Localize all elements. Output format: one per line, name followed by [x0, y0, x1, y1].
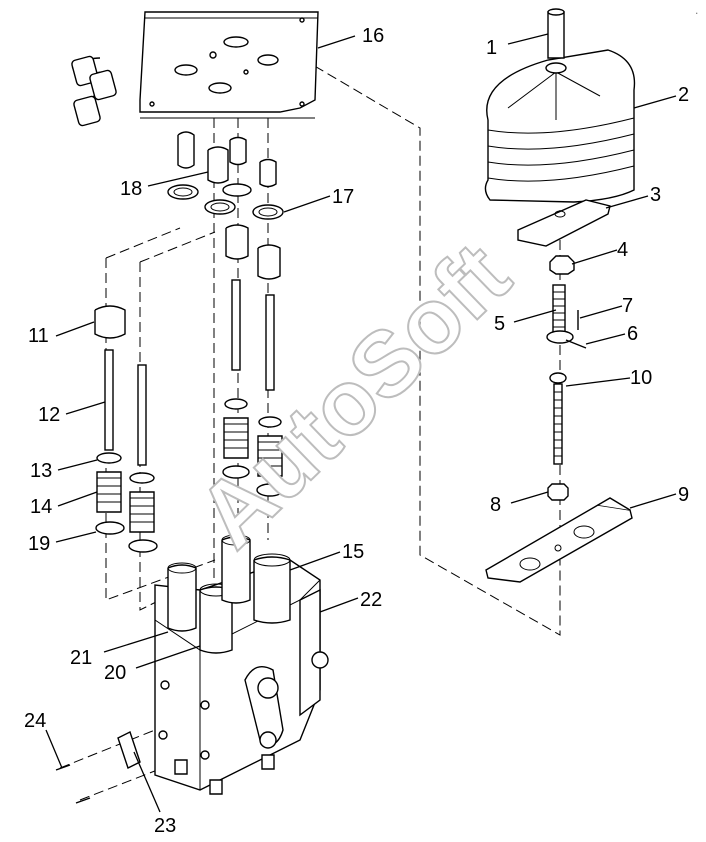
- callout-1: 1: [486, 37, 497, 59]
- nut-4: [549, 255, 575, 275]
- bracket-3: [517, 199, 611, 247]
- right-springs: [222, 398, 284, 497]
- plate-stems: [177, 131, 277, 188]
- corner-mark: .: [694, 7, 699, 17]
- threaded-stub-5: [546, 284, 587, 349]
- callout-7: 7: [622, 295, 633, 317]
- seal-rings: [167, 183, 284, 220]
- top-plate-16: [71, 11, 319, 127]
- cover-plate-23: [55, 731, 141, 804]
- leader-lines: [45, 33, 677, 813]
- callout-6: 6: [627, 323, 638, 345]
- valve-body: [154, 534, 329, 795]
- callout-18: 18: [120, 178, 142, 200]
- callout-11: 11: [28, 325, 49, 347]
- callout-4: 4: [617, 239, 628, 261]
- bellows-boot-2: [484, 49, 636, 203]
- callout-8: 8: [490, 494, 501, 516]
- callout-9: 9: [678, 484, 689, 506]
- callout-3: 3: [650, 184, 661, 206]
- callout-20: 20: [104, 662, 126, 684]
- long-bolt-10: [549, 372, 567, 465]
- callout-2: 2: [678, 84, 689, 106]
- callout-19: 19: [28, 533, 50, 555]
- callout-17: 17: [332, 186, 354, 208]
- right-plungers: [225, 224, 281, 391]
- callout-12: 12: [38, 404, 60, 426]
- nut-8: [547, 483, 569, 501]
- callout-16: 16: [362, 25, 384, 47]
- callout-24: 24: [24, 710, 46, 732]
- callout-labels: 1 2 3 4 5 6 7 8 9 10 11 12 13 14 19 15 1…: [24, 25, 689, 837]
- callout-21: 21: [70, 647, 92, 669]
- callout-5: 5: [494, 313, 505, 335]
- top-nut-1: [545, 8, 567, 74]
- callout-14: 14: [30, 496, 52, 518]
- callout-13: 13: [30, 460, 52, 482]
- watermark-text: AutoSoft: [179, 224, 529, 567]
- callout-15: 15: [342, 541, 364, 563]
- watermark: AutoSoft: [178, 223, 530, 568]
- left-plungers: [94, 305, 158, 553]
- callout-22: 22: [360, 589, 382, 611]
- mounting-plate-9: [485, 497, 633, 583]
- callout-23: 23: [154, 815, 176, 837]
- callout-10: 10: [630, 367, 652, 389]
